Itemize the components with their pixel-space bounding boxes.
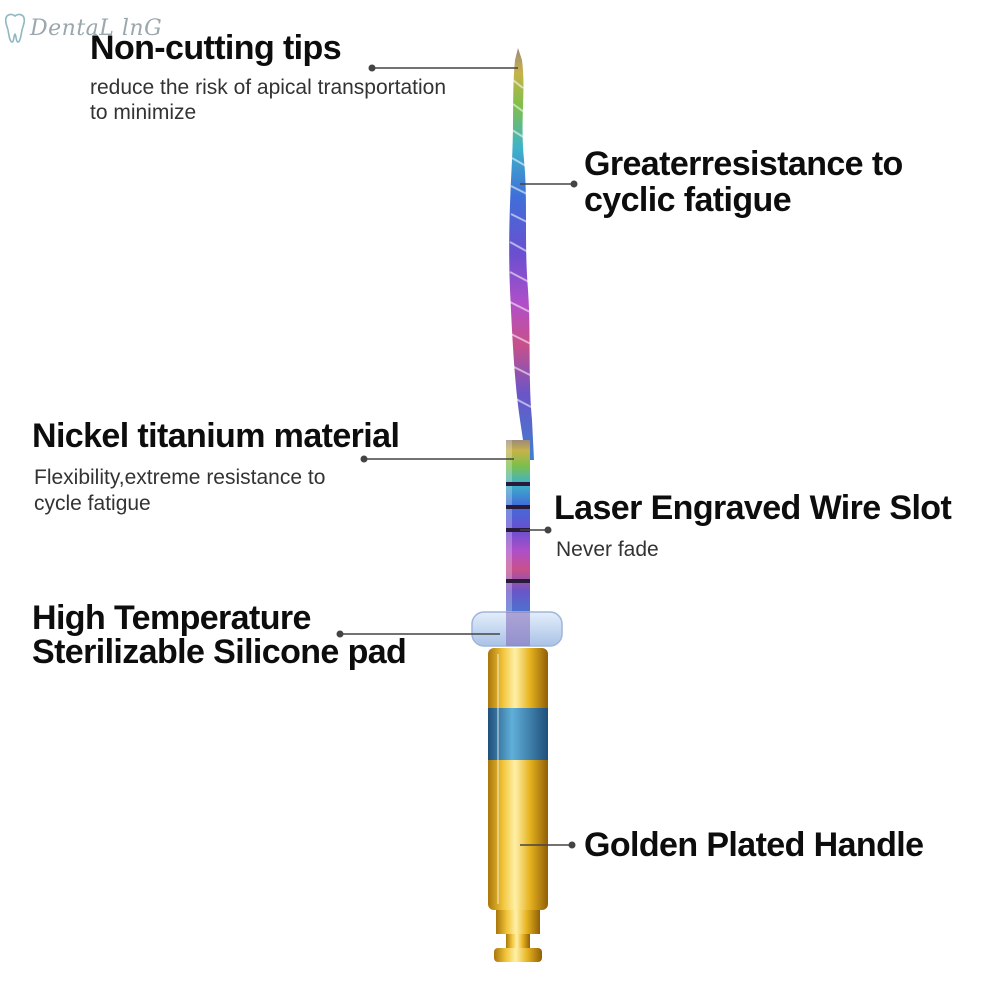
watermark-text: DentaL lnG bbox=[30, 15, 163, 41]
tips-title: Non-cutting tips bbox=[90, 29, 342, 67]
handle-title: Golden Plated Handle bbox=[584, 826, 924, 864]
laser-title: Laser Engraved Wire Slot bbox=[554, 489, 952, 527]
silicone-title-line2: Sterilizable Silicone pad bbox=[32, 633, 407, 671]
material-desc-line1: Flexibility,extreme resistance to bbox=[34, 466, 326, 489]
tips-desc-line2: to minimize bbox=[90, 101, 197, 124]
brand-watermark: DentaL lnG bbox=[4, 8, 162, 48]
material-desc-line2: cycle fatigue bbox=[34, 492, 151, 515]
leader-lines bbox=[336, 64, 578, 849]
tooth-icon bbox=[4, 13, 26, 43]
material-title: Nickel titanium material bbox=[32, 417, 400, 455]
silicone-title-line1: High Temperature bbox=[32, 599, 311, 637]
silicone-pad bbox=[471, 611, 563, 647]
tips-desc-line1: reduce the risk of apical transportation bbox=[90, 76, 447, 99]
golden-handle bbox=[488, 648, 548, 962]
fatigue-title-line2: cyclic fatigue bbox=[584, 181, 792, 219]
file-working-part bbox=[509, 48, 534, 460]
laser-engraved-slots bbox=[506, 482, 530, 583]
laser-desc: Never fade bbox=[556, 538, 659, 561]
fatigue-title-line1: Greaterresistance to bbox=[584, 145, 903, 183]
